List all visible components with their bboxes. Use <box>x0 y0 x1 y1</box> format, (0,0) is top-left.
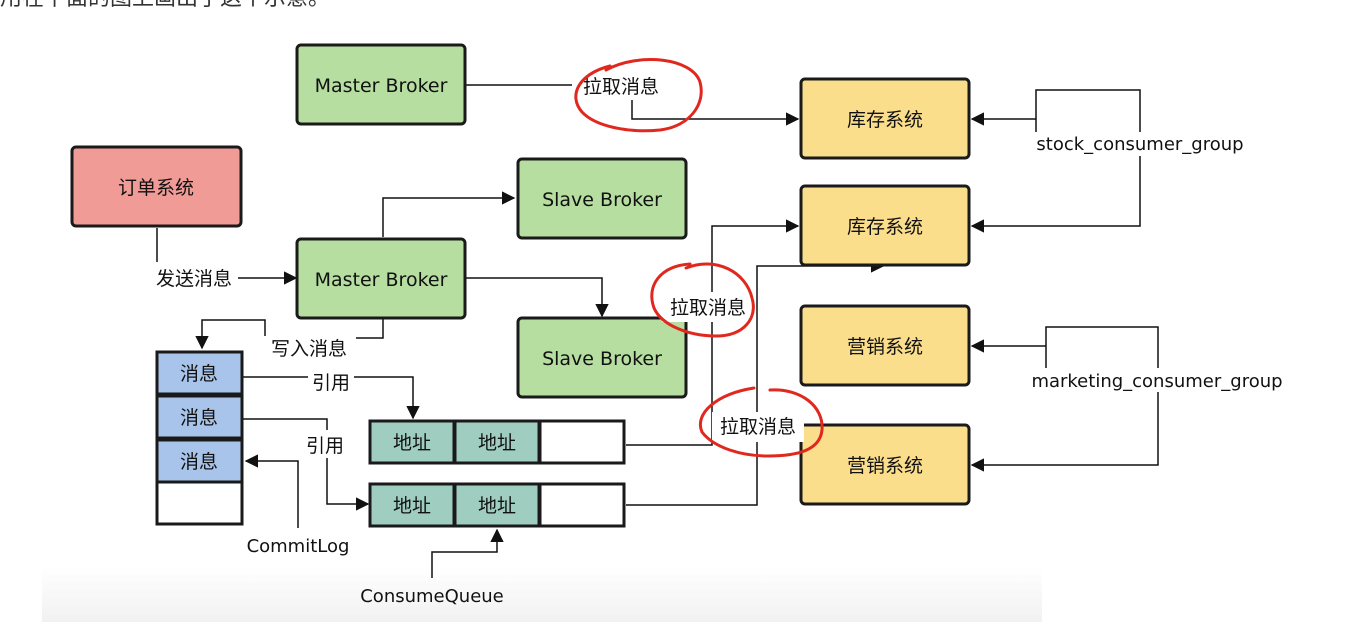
marketing-system-1-label: 营销系统 <box>847 336 923 358</box>
arrow-write-to-commitlog <box>195 319 266 350</box>
commitlog-label: CommitLog <box>247 536 350 557</box>
master-broker-top-box <box>295 43 467 126</box>
master-broker-main-box <box>295 237 467 320</box>
reference-2-label: 引用 <box>306 435 344 457</box>
message-label-1: 消息 <box>180 363 218 385</box>
consumequeue-label: ConsumeQueue <box>360 586 504 607</box>
connectors <box>156 84 1159 578</box>
order-system: 订单系统 <box>70 145 243 228</box>
master-broker-main-label: Master Broker <box>315 269 448 291</box>
master-broker-top-label: Master Broker <box>315 75 448 97</box>
pull-low-bg <box>712 412 804 442</box>
address-cell-1-empty <box>538 419 626 465</box>
message-label-2: 消息 <box>180 407 218 429</box>
red-circle-mid <box>650 262 755 338</box>
send-bg <box>150 265 238 293</box>
marketing-group-label: marketing_consumer_group <box>1031 371 1282 392</box>
message-cell-1 <box>155 350 244 396</box>
message-label-3: 消息 <box>180 451 218 473</box>
arrow-pull-to-stock-1 <box>631 100 800 126</box>
slave-broker-2-label: Slave Broker <box>542 348 662 370</box>
pull-message-mid-label: 拉取消息 <box>670 297 746 319</box>
marketing-group-bg <box>1024 368 1290 392</box>
consume-queue-row-1: 地址 地址 <box>368 419 626 465</box>
red-circle-top <box>574 58 703 133</box>
header-text: 用在下面的图上画出了这个示意。 <box>0 0 330 12</box>
address-cell-1-1 <box>368 419 456 465</box>
red-annotations <box>574 58 824 458</box>
line-msg2-ref <box>243 418 328 430</box>
slave-broker-1: Slave Broker <box>516 157 688 240</box>
arrow-commitlog-label <box>244 454 299 528</box>
bottom-shade <box>42 566 1042 622</box>
arrow-stock-group-to-stock-2 <box>970 89 1141 233</box>
send-message-label: 发送消息 <box>156 268 232 290</box>
address-cell-2-2 <box>453 482 541 528</box>
pull-mid-bg <box>662 292 754 322</box>
write-bg <box>262 336 356 362</box>
order-system-box <box>70 145 243 228</box>
marketing-system-1-box <box>799 304 971 387</box>
arrow-consumequeue-label <box>431 528 504 578</box>
address-label-1-2: 地址 <box>478 432 516 454</box>
arrow-master-to-slave-1 <box>382 191 516 237</box>
slave-broker-1-box <box>516 157 688 240</box>
slave-broker-2-box <box>516 316 688 399</box>
arrow-ref-to-address-row-2 <box>326 458 370 511</box>
address-cell-2-1 <box>368 482 456 528</box>
arrow-ref-to-address-row-1 <box>352 376 420 420</box>
line-master-to-write <box>355 318 384 339</box>
stock-system-1-label: 库存系统 <box>847 109 923 131</box>
master-broker-main: Master Broker <box>295 237 467 320</box>
stock-group-bg <box>1028 132 1252 156</box>
stock-system-2: 库存系统 <box>799 184 971 267</box>
consume-queue-row-2: 地址 地址 <box>368 482 626 528</box>
stock-system-2-label: 库存系统 <box>847 216 923 238</box>
pull-message-top-label: 拉取消息 <box>583 76 659 98</box>
stock-group-label: stock_consumer_group <box>1036 134 1243 155</box>
stock-system-1: 库存系统 <box>799 77 971 160</box>
marketing-system-2-box <box>799 423 971 506</box>
arrow-marketing-group-to-marketing-2 <box>970 326 1159 472</box>
address-label-1-1: 地址 <box>393 432 431 454</box>
address-label-2-2: 地址 <box>478 495 516 517</box>
master-broker-top: Master Broker <box>295 43 467 126</box>
address-cell-2-empty <box>538 482 626 528</box>
message-cell-2 <box>155 394 244 440</box>
slave-broker-1-label: Slave Broker <box>542 189 662 211</box>
red-circle-low <box>698 386 824 458</box>
marketing-system-2-label: 营销系统 <box>847 455 923 477</box>
marketing-system-1: 营销系统 <box>799 304 971 387</box>
stock-system-1-box <box>799 77 971 160</box>
slave-broker-2: Slave Broker <box>516 316 688 399</box>
ref-2-bg <box>302 432 348 458</box>
pull-message-low-label: 拉取消息 <box>720 416 796 438</box>
ref-1-bg <box>308 370 354 394</box>
order-system-label: 订单系统 <box>118 177 194 199</box>
reference-1-label: 引用 <box>312 372 350 394</box>
arrow-master-to-slave-2 <box>465 277 609 318</box>
write-message-label: 写入消息 <box>271 338 347 360</box>
edge-labels: 拉取消息 发送消息 写入消息 引用 引用 拉取消息 拉取消息 stock_con… <box>150 72 1290 607</box>
stock-system-2-box <box>799 184 971 267</box>
commitlog-stack: 消息 消息 消息 <box>155 350 244 526</box>
marketing-system-2: 营销系统 <box>799 423 971 506</box>
message-cell-empty <box>155 480 244 526</box>
address-label-2-1: 地址 <box>393 495 431 517</box>
